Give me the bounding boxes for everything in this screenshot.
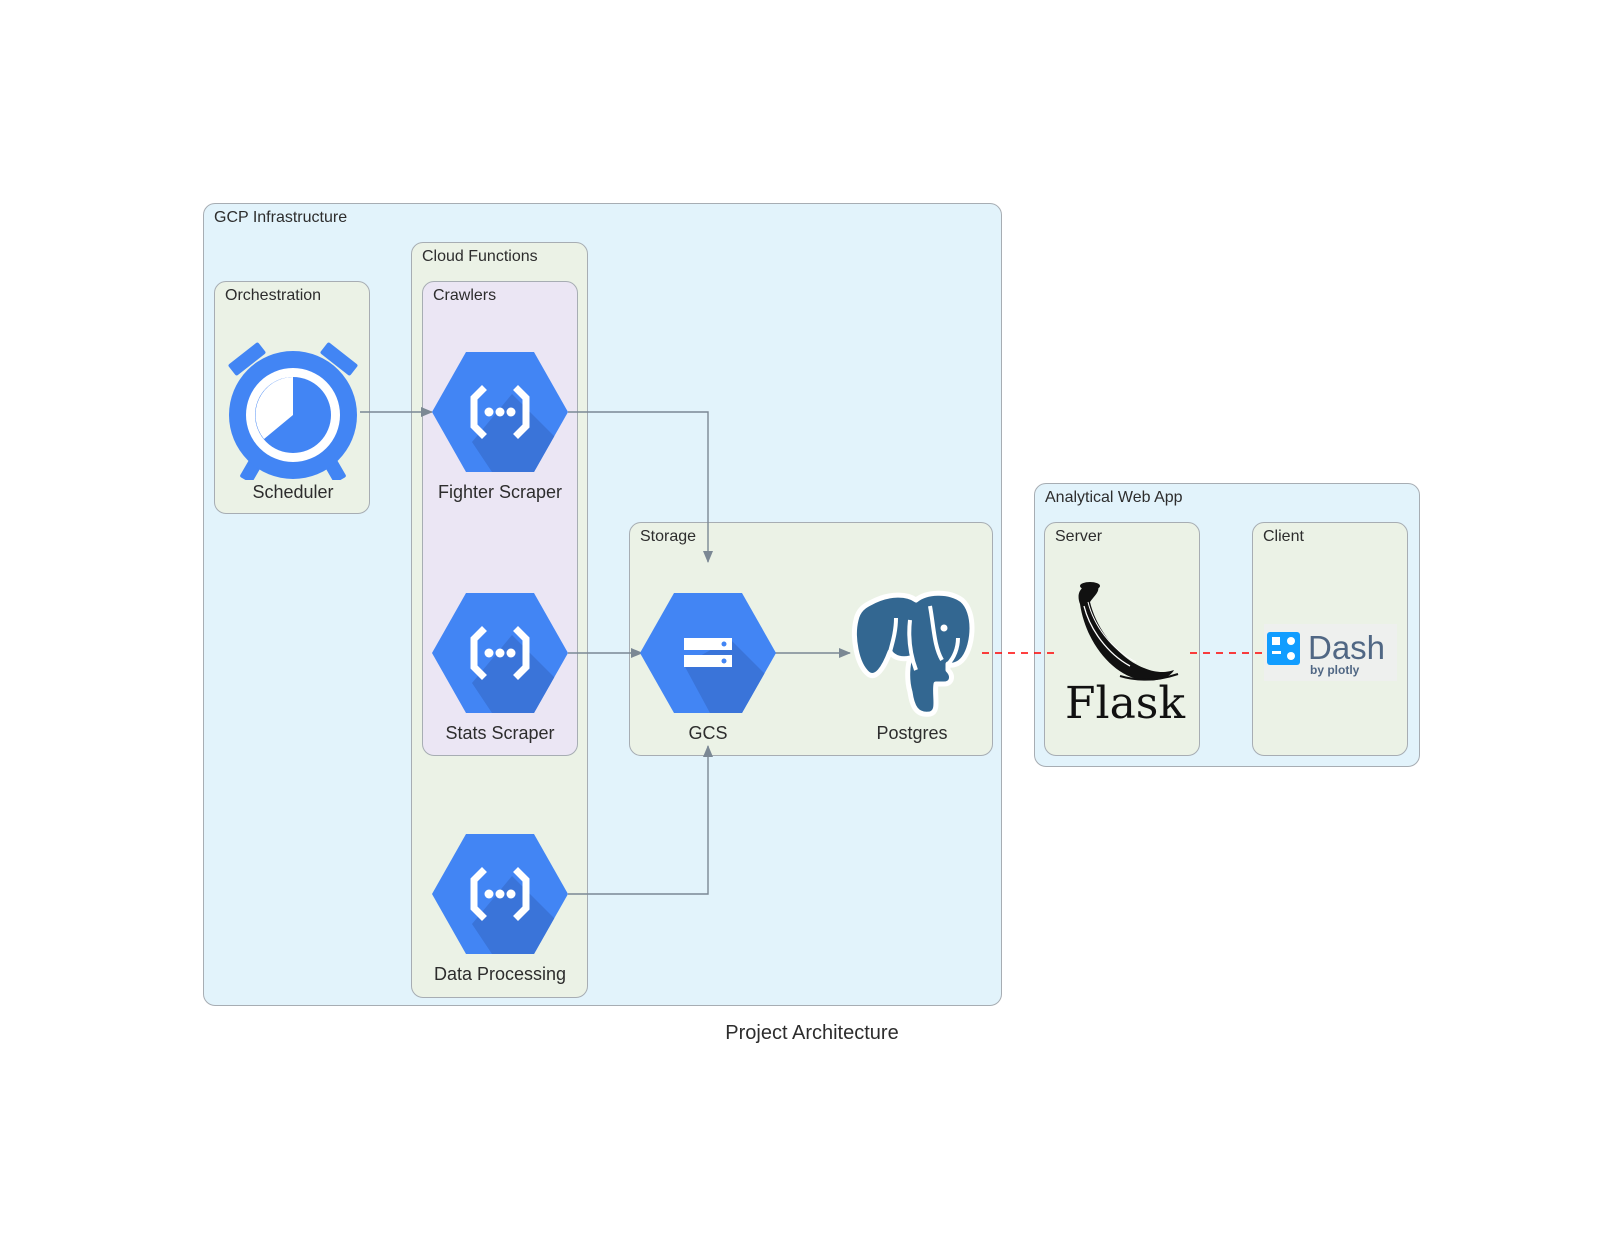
node-scheduler: Scheduler (228, 340, 358, 502)
diagram-title: Project Architecture (725, 1022, 899, 1044)
cluster-label: Client (1263, 528, 1304, 545)
node-label: Postgres (876, 723, 948, 743)
node-stats-scraper: Stats Scraper (432, 593, 568, 743)
node-label: Stats Scraper (445, 723, 555, 743)
flask-horn-icon (1078, 582, 1179, 681)
node-flask: Flask (1060, 580, 1190, 730)
dash-logo-icon (1267, 632, 1300, 665)
node-label: Scheduler (252, 482, 334, 502)
node-label: Fighter Scraper (437, 482, 563, 502)
alarm-clock-icon (228, 342, 358, 483)
node-data-processing: Data Processing (432, 834, 568, 984)
dash-logo-text: Dash (1308, 629, 1386, 666)
cluster-label: Crawlers (433, 287, 497, 304)
cluster-label: GCP Infrastructure (214, 209, 348, 226)
node-label: GCS (688, 723, 728, 743)
cloud-functions-icon (432, 834, 568, 954)
cluster-label: Analytical Web App (1045, 489, 1183, 506)
node-dash: Dash by plotly (1264, 624, 1397, 681)
node-label: Data Processing (433, 964, 567, 984)
cluster-label: Storage (640, 528, 697, 545)
cloud-functions-icon (432, 593, 568, 713)
node-gcs: GCS (640, 593, 776, 743)
cluster-label: Cloud Functions (422, 248, 538, 265)
cluster-label: Orchestration (225, 287, 322, 304)
flask-logo-text: Flask (1064, 678, 1186, 729)
cluster-label: Server (1055, 528, 1103, 545)
cluster-server: Server (1044, 522, 1200, 756)
node-postgres: Postgres (850, 588, 980, 743)
cloud-functions-icon (432, 352, 568, 472)
cloud-storage-icon (640, 593, 776, 713)
postgres-elephant-icon (852, 590, 975, 717)
edge-data-processing-to-gcs (568, 745, 713, 895)
node-fighter-scraper: Fighter Scraper (432, 352, 568, 502)
edge-fighter-scraper-to-gcs (568, 411, 713, 563)
dash-logo-subtext: by plotly (1310, 663, 1360, 677)
